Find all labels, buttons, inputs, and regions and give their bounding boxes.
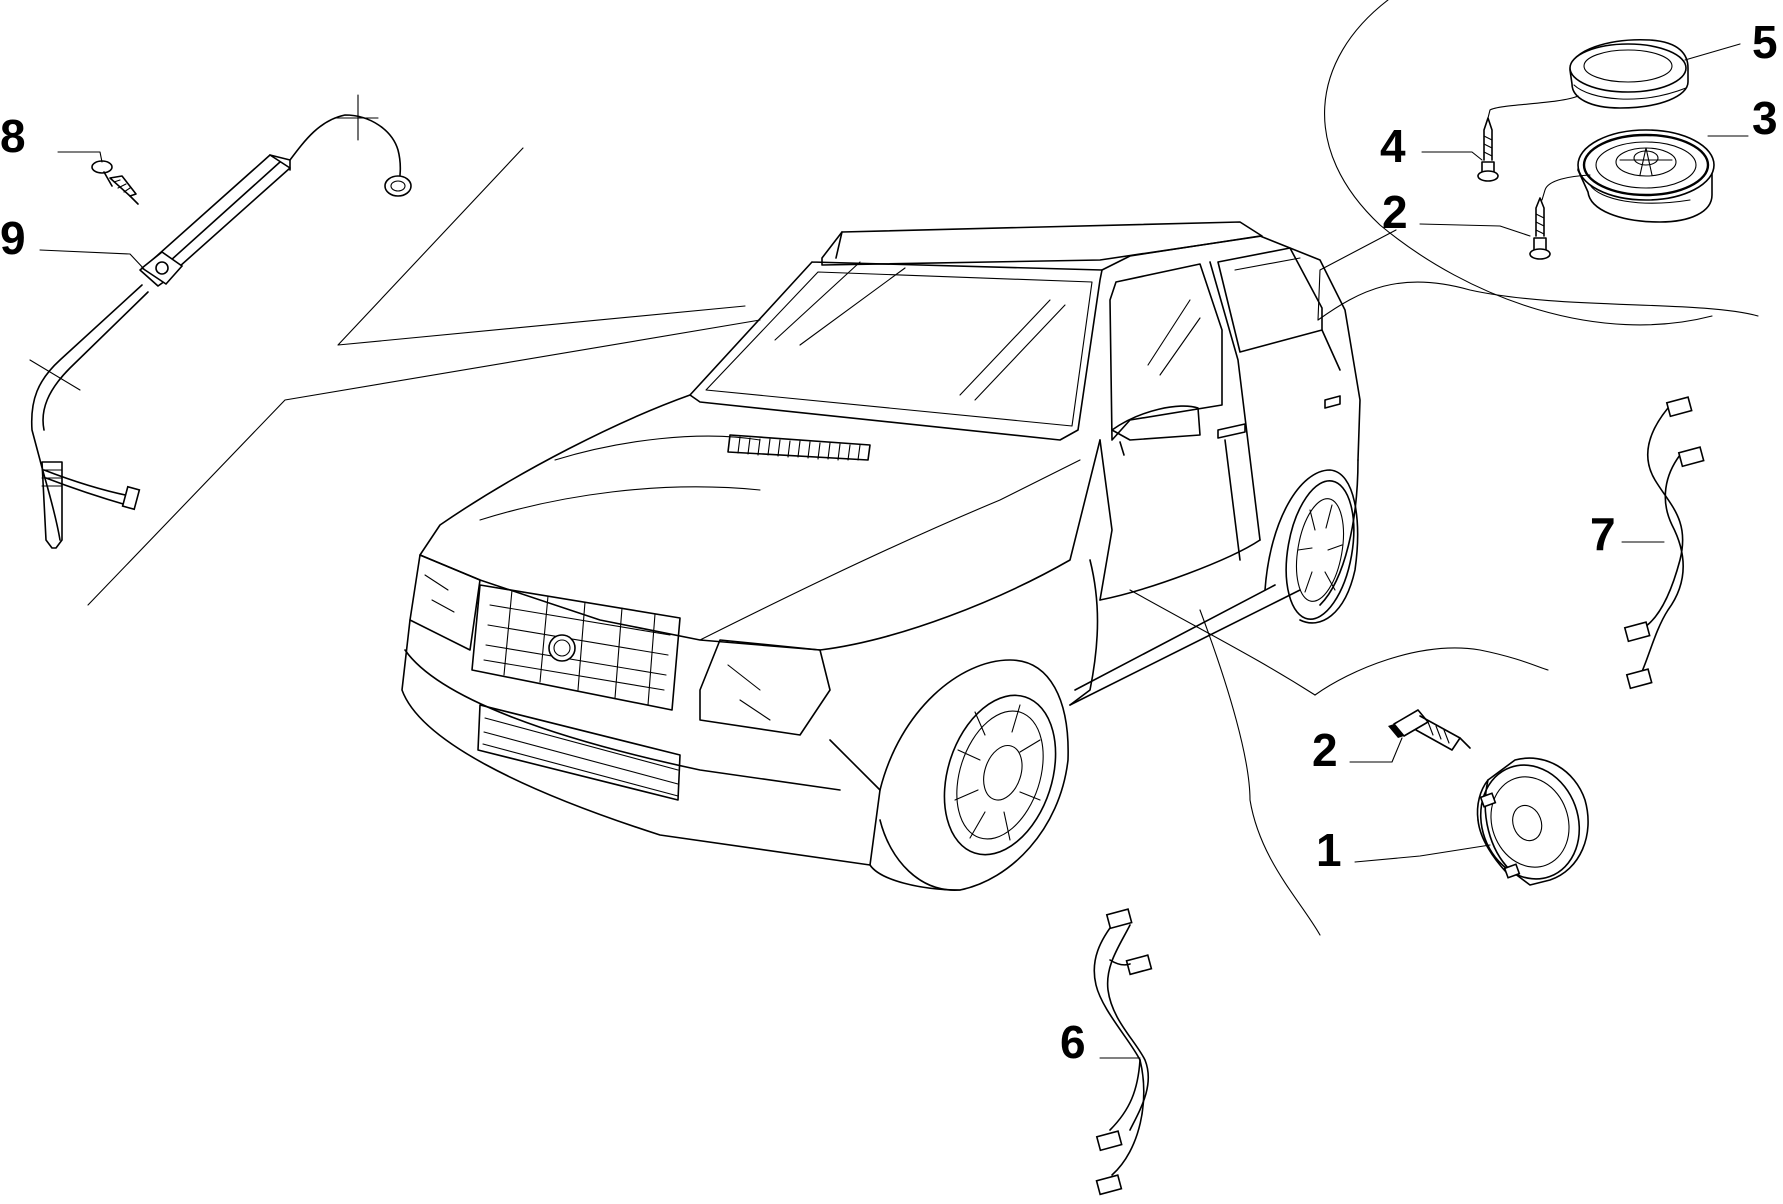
car-body: [401, 221, 1361, 891]
harness-7-connector: [1623, 396, 1705, 690]
callout-4: 4: [1380, 120, 1406, 172]
callout-7: 7: [1590, 508, 1616, 560]
leader-lines: [39, 43, 1749, 1059]
part-5-speaker-cover: [1569, 38, 1689, 109]
callout-1: 1: [1316, 824, 1342, 876]
callout-labels: 1 2 2 3 4 5 6 7 8 9: [0, 16, 1778, 1068]
part-4-screw: [1477, 117, 1499, 182]
part-7-wiring-harness: [1623, 396, 1705, 690]
hood-vent: [727, 434, 871, 461]
part-2-screw-upper: [1529, 197, 1551, 260]
callout-8: 8: [0, 110, 26, 162]
part-9-antenna-amplifier: [29, 94, 412, 549]
rear-wheel: [1264, 469, 1359, 624]
part-8-screw: [91, 160, 139, 205]
callout-5: 5: [1752, 16, 1778, 68]
detail-region-outlines: [87, 0, 1759, 936]
part-3-rear-speaker: [1577, 129, 1715, 223]
part-1-front-speaker: [1476, 757, 1589, 886]
callout-2-upper: 2: [1382, 186, 1408, 238]
front-grille: [471, 584, 681, 711]
part-6-wiring-harness: [1093, 908, 1153, 1196]
front-wheel: [879, 659, 1069, 891]
callout-6: 6: [1060, 1016, 1086, 1068]
callout-3: 3: [1752, 92, 1778, 144]
callout-9: 9: [0, 212, 26, 264]
part-2-screw-lower: [1388, 709, 1471, 751]
callout-2-lower: 2: [1312, 724, 1338, 776]
harness-6-connector: [1095, 908, 1153, 1196]
